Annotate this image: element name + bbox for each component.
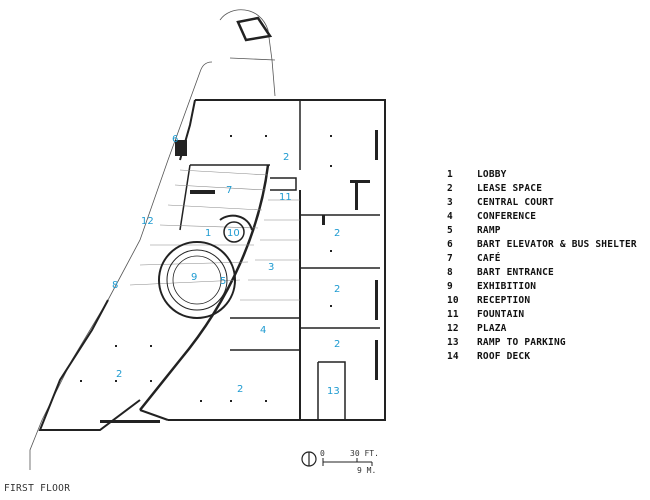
legend-item: 13 RAMP TO PARKING	[447, 336, 647, 350]
kiosk-outline	[236, 16, 273, 42]
wall-bars	[100, 130, 378, 423]
legend-number: 11	[447, 309, 459, 320]
curved-wall	[139, 164, 270, 411]
interior-walls	[179, 100, 380, 420]
legend-label: RAMP TO PARKING	[477, 337, 566, 348]
legend-label: BART ELEVATOR & BUS SHELTER	[477, 239, 637, 250]
scale-feet: 30 FT.	[350, 449, 379, 458]
legend-item: 1 LOBBY	[447, 168, 647, 182]
legend-item: 9 EXHIBITION	[447, 280, 647, 294]
room-label-12: 12	[141, 216, 154, 227]
room-labels: 1 2 2 2 2 2 2 3 4 5 6 7 8 9 10 11 12 13	[112, 134, 340, 397]
room-label-10: 10	[227, 228, 240, 239]
legend-label: ROOF DECK	[477, 351, 531, 362]
legend-number: 4	[447, 211, 453, 222]
room-label-5: 5	[220, 276, 226, 287]
room-label-13: 13	[327, 386, 340, 397]
room-label-2: 2	[334, 284, 340, 295]
room-label-2: 2	[116, 369, 122, 380]
legend-label: BART ENTRANCE	[477, 267, 554, 278]
legend-item: 4 CONFERENCE	[447, 210, 647, 224]
room-label-1: 1	[205, 228, 211, 239]
legend-number: 5	[447, 225, 453, 236]
legend-item: 5 RAMP	[447, 224, 647, 238]
room-label-3: 3	[268, 262, 274, 273]
scale-zero: 0	[320, 449, 325, 458]
reception-desk	[219, 214, 253, 243]
legend-number: 1	[447, 169, 453, 180]
scale-meters: 9 M.	[357, 466, 376, 475]
columns	[80, 135, 332, 402]
legend-label: PLAZA	[477, 323, 507, 334]
exhibition-rotunda	[158, 241, 236, 319]
room-label-11: 11	[279, 192, 292, 203]
room-label-2: 2	[334, 339, 340, 350]
legend-label: CONFERENCE	[477, 211, 537, 222]
legend-item: 11 FOUNTAIN	[447, 308, 647, 322]
room-label-2: 2	[334, 228, 340, 239]
legend-number: 2	[447, 183, 453, 194]
room-label-2: 2	[283, 152, 289, 163]
plaza-hatching	[129, 169, 300, 301]
room-label-7: 7	[226, 185, 232, 196]
legend-label: RECEPTION	[477, 295, 531, 306]
legend-label: FOUNTAIN	[477, 309, 525, 320]
legend-label: RAMP	[477, 225, 501, 236]
room-label-6: 6	[172, 134, 178, 145]
legend-label: CAFÉ	[477, 253, 501, 264]
site-outline	[29, 9, 276, 470]
legend-number: 12	[447, 323, 459, 334]
legend-number: 10	[447, 295, 459, 306]
legend-number: 9	[447, 281, 453, 292]
legend-item: 14 ROOF DECK	[447, 350, 647, 364]
north-arrow	[301, 451, 317, 467]
legend-label: CENTRAL COURT	[477, 197, 554, 208]
legend-label: LOBBY	[477, 169, 507, 180]
legend-number: 8	[447, 267, 453, 278]
exterior-walls	[38, 99, 386, 431]
legend-number: 7	[447, 253, 453, 264]
room-label-4: 4	[260, 325, 266, 336]
legend-item: 8 BART ENTRANCE	[447, 266, 647, 280]
room-label-2: 2	[237, 384, 243, 395]
legend-label: LEASE SPACE	[477, 183, 543, 194]
legend-item: 12 PLAZA	[447, 322, 647, 336]
legend-item: 7 CAFÉ	[447, 252, 647, 266]
legend: 1 LOBBY 2 LEASE SPACE 3 CENTRAL COURT 4 CONFERE…	[447, 168, 647, 364]
scale-bar: 0 30 FT. 9 M.	[320, 449, 379, 475]
floor-caption: FIRST FLOOR	[4, 483, 71, 494]
room-label-9: 9	[191, 272, 197, 283]
legend-number: 13	[447, 337, 459, 348]
legend-number: 6	[447, 239, 453, 250]
legend-item: 2 LEASE SPACE	[447, 182, 647, 196]
legend-label: EXHIBITION	[477, 281, 537, 292]
room-label-8: 8	[112, 280, 118, 291]
legend-number: 3	[447, 197, 453, 208]
legend-item: 10 RECEPTION	[447, 294, 647, 308]
legend-number: 14	[447, 351, 459, 362]
legend-item: 3 CENTRAL COURT	[447, 196, 647, 210]
legend-item: 6 BART ELEVATOR & BUS SHELTER	[447, 238, 647, 252]
